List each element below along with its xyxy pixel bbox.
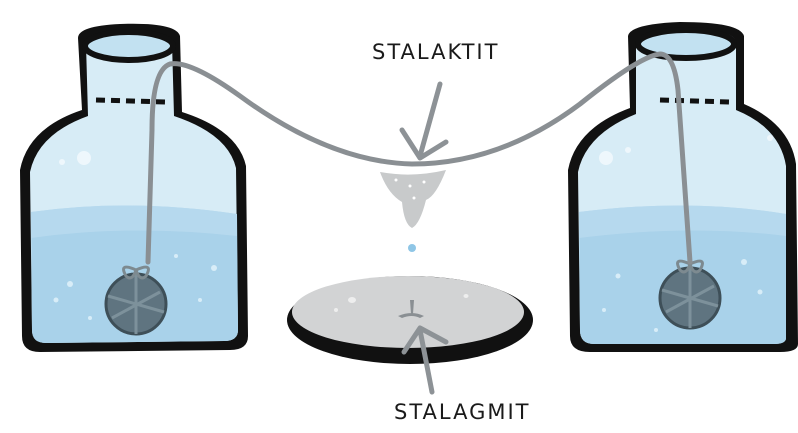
left-weight-stone-icon [104,265,168,336]
string-icon [145,51,693,265]
stalagmite-arrow-icon [401,325,449,395]
stalactite-label: STALAKTIT [372,40,500,64]
stalactite-crystal-icon [380,170,446,228]
water-drop-icon [408,244,416,252]
plate-icon [287,276,533,364]
right-weight-stone-icon [658,259,722,330]
stalactite-arrow-icon [399,81,449,161]
stalagmite-crystal-icon [398,300,424,318]
stalagmite-label: STALAGMIT [394,400,531,424]
